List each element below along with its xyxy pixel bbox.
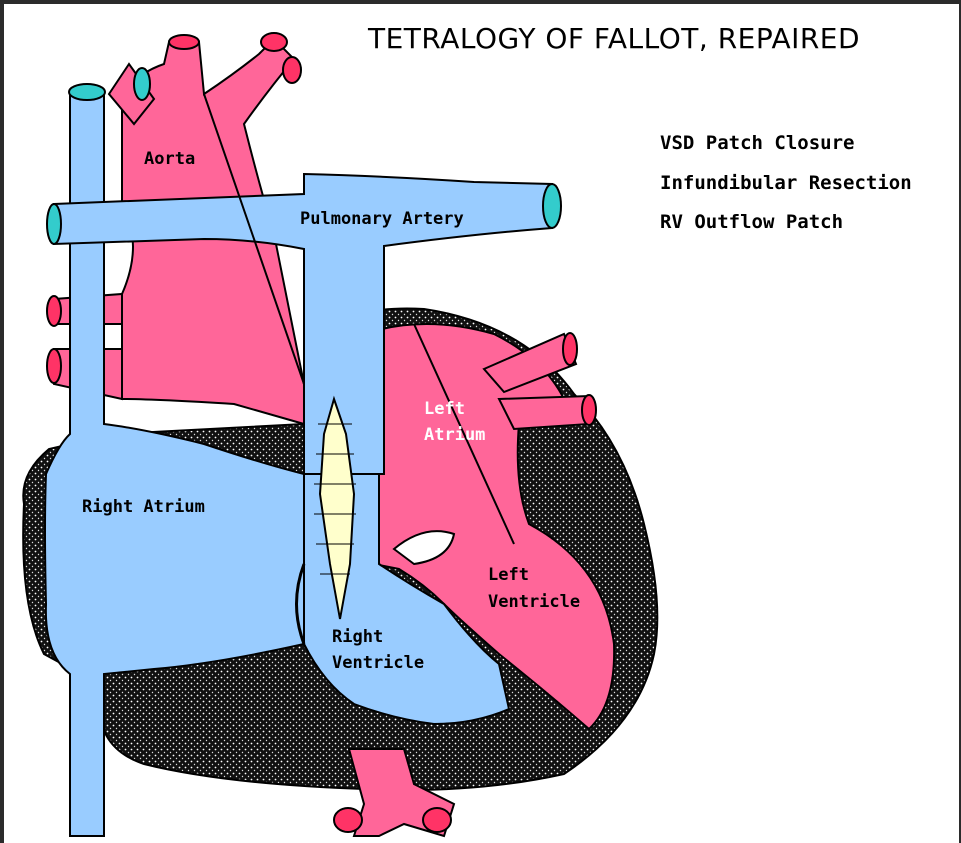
left-atrium-label-line2: Atrium bbox=[424, 422, 485, 449]
descending-aorta-cap-left bbox=[334, 808, 362, 832]
pulmonary-artery-left-cap bbox=[47, 204, 61, 244]
descending-aorta-cap-right bbox=[423, 808, 451, 832]
procedure-item: RV Outflow Patch bbox=[660, 211, 843, 233]
diagram-title: TETRALOGY OF FALLOT, REPAIRED bbox=[368, 22, 860, 55]
aorta-branch-cap-3 bbox=[283, 57, 301, 83]
right-ventricle-label-line1: Right bbox=[332, 624, 383, 651]
left-ventricle-label-line1: Left bbox=[488, 562, 529, 589]
aorta-branch-cap-2 bbox=[261, 33, 287, 51]
pulmonary-vein-lower bbox=[499, 396, 589, 429]
vessel-cap-lower-left bbox=[47, 349, 61, 383]
left-atrium-label-line1: Left bbox=[424, 396, 465, 423]
pulmonary-artery-label: Pulmonary Artery bbox=[300, 206, 464, 233]
pulmonary-artery-right-cap bbox=[543, 184, 561, 228]
diagram-canvas: TETRALOGY OF FALLOT, REPAIRED VSD Patch … bbox=[4, 4, 959, 843]
right-atrium-label: Right Atrium bbox=[82, 494, 205, 521]
aorta-left-branch-cap bbox=[134, 68, 150, 100]
aorta-branch-cap-1 bbox=[169, 35, 199, 49]
left-ventricle-label-line2: Ventricle bbox=[488, 589, 580, 616]
aorta-label: Aorta bbox=[144, 146, 195, 173]
procedure-item: VSD Patch Closure bbox=[660, 132, 854, 154]
svc-cap bbox=[69, 84, 105, 100]
procedure-item: Infundibular Resection bbox=[660, 172, 912, 194]
pulmonary-vein-lower-cap bbox=[582, 395, 596, 425]
vessel-cap-upper-left bbox=[47, 296, 61, 326]
pulmonary-vein-upper-cap bbox=[563, 333, 577, 365]
right-ventricle-label-line2: Ventricle bbox=[332, 650, 424, 677]
